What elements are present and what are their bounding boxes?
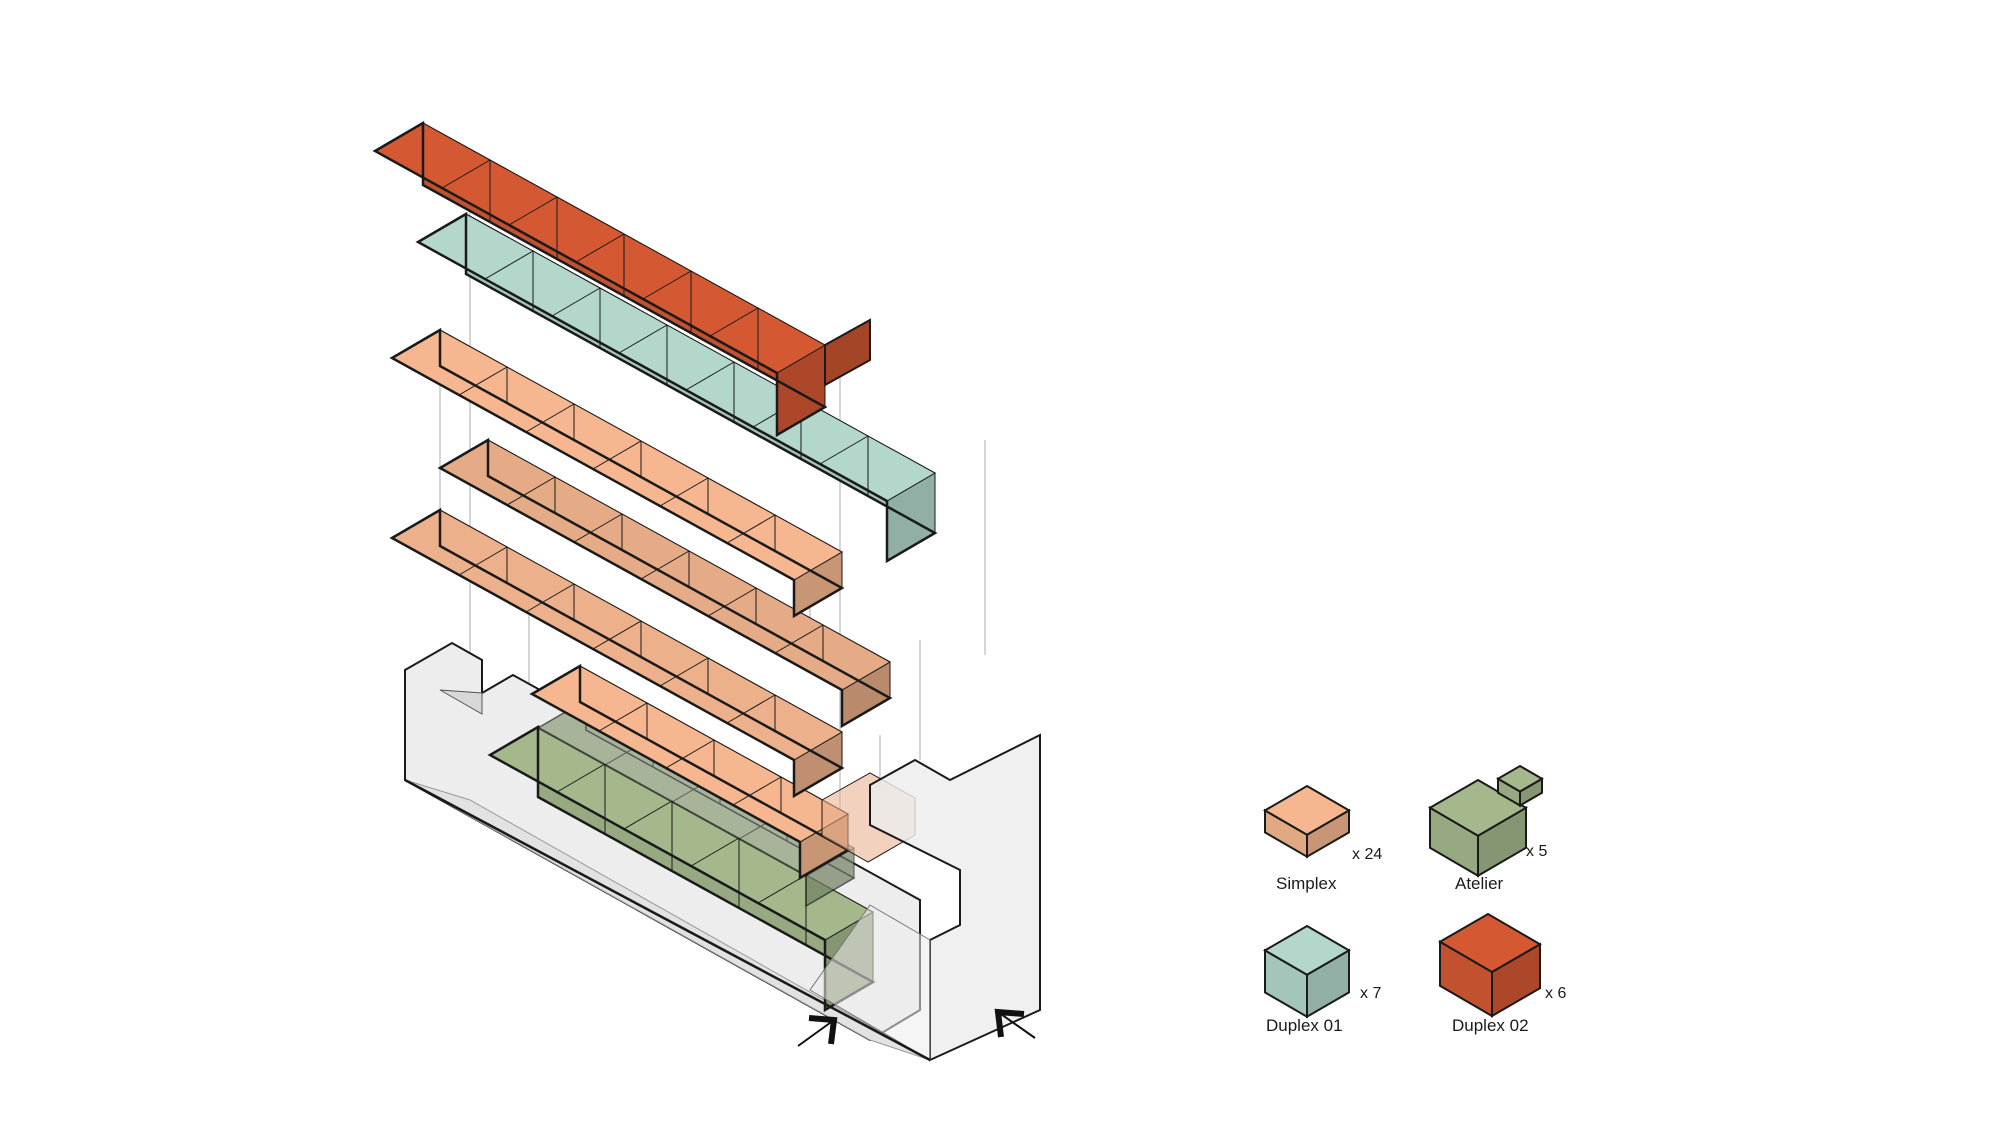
simplex-row-3-unit-divider	[707, 587, 757, 617]
duplex02-row-unit-divider	[642, 270, 692, 300]
simplex-row-2-unit-divider	[659, 657, 709, 687]
simplex-row-3-unit-divider	[640, 550, 690, 580]
atelier-row-unit-divider	[690, 837, 740, 867]
simplex-row-3-unit-divider	[506, 476, 556, 506]
duplex02-row-unit-divider	[575, 233, 625, 263]
atelier-row-unit-divider	[556, 763, 606, 793]
simplex-row-2-outline	[389, 507, 845, 799]
simplex-row-1-outline	[529, 663, 851, 881]
duplex01-row-unit-divider	[685, 361, 735, 391]
simplex-row-3	[437, 437, 893, 729]
simplex-row-4-unit-divider	[525, 403, 575, 433]
shell-notch	[439, 689, 483, 715]
simplex-layer-middle	[437, 437, 893, 729]
duplex02-row-outline	[372, 120, 828, 438]
duplex02-row	[372, 120, 828, 438]
legend-icons	[1263, 764, 1544, 1019]
duplex01-layer	[415, 211, 938, 564]
legend-simplex-count: x 24	[1352, 846, 1383, 863]
shell-base-edge	[404, 778, 931, 1062]
simplex-row-1-unit-divider	[598, 702, 648, 732]
duplex01-icon-top-face	[1263, 924, 1351, 976]
atelier-icon-top-top-face	[1496, 764, 1544, 793]
entrance-arrows	[797, 1008, 1036, 1047]
duplex01-row	[415, 211, 938, 564]
atelier-row-unit-divider	[623, 800, 673, 830]
legend-duplex02-label: Duplex 02	[1452, 1016, 1529, 1035]
arrow-up-left-icon	[994, 1008, 1036, 1039]
simplex-row-1-unit-divider	[665, 739, 715, 769]
legend-atelier-label: Atelier	[1455, 874, 1504, 893]
atelier-legend-icon	[1428, 764, 1544, 878]
simplex-row-4-unit-divider	[458, 366, 508, 396]
simplex-row-2-unit-divider	[458, 546, 508, 576]
simplex-row-2	[389, 507, 845, 799]
atelier-row-outline	[487, 724, 876, 1013]
duplex02-row-unit-divider	[508, 196, 558, 226]
duplex01-row-unit-divider	[819, 435, 869, 465]
duplex01-row-unit-divider	[551, 287, 601, 317]
simplex-row-4	[389, 327, 845, 619]
simplex-row-2-unit-divider	[525, 583, 575, 613]
simplex-row-2-unit-divider	[592, 620, 642, 650]
duplex01-legend-icon	[1263, 924, 1351, 1019]
legend-simplex-label: Simplex	[1276, 874, 1337, 893]
simplex-row-3-unit-divider	[573, 513, 623, 543]
simplex-row-3-outline	[437, 437, 893, 729]
simplex-row-4-outline	[389, 327, 845, 619]
duplex01-row-unit-divider	[484, 250, 534, 280]
simplex-row-4-unit-divider	[726, 514, 776, 544]
simplex-row-1-unit-divider	[732, 776, 782, 806]
simplex-row-4-unit-divider	[659, 477, 709, 507]
duplex02-row-unit-divider	[709, 307, 759, 337]
duplex01-row-unit-divider	[618, 324, 668, 354]
duplex02-layer	[372, 120, 871, 438]
simplex-layer-lower	[529, 663, 916, 881]
simplex-layer-middle-2	[389, 507, 845, 799]
atelier-row-unit-divider	[757, 874, 807, 904]
shell-front-glass	[809, 904, 931, 1061]
legend-duplex01-count: x 7	[1360, 985, 1382, 1002]
simplex-layer-upper	[389, 327, 845, 619]
simplex-row-1	[529, 663, 851, 881]
legend-atelier-count: x 5	[1526, 843, 1548, 860]
building-shell-front	[404, 733, 1041, 1062]
simplex-row-4-unit-divider	[592, 440, 642, 470]
duplex02-step	[824, 318, 871, 387]
duplex01-row-outline	[415, 211, 938, 564]
simplex-row-2-unit-divider	[726, 694, 776, 724]
arrow-up-right-icon	[797, 1015, 838, 1047]
duplex02-legend-icon	[1438, 912, 1542, 1018]
simplex-row-3-unit-divider	[774, 624, 824, 654]
legend-duplex02-count: x 6	[1545, 985, 1567, 1002]
duplex02-row-unit-divider	[441, 159, 491, 189]
simplex-icon-top-face	[1263, 784, 1351, 836]
atelier-upper-row-outline	[536, 698, 856, 908]
duplex02-icon-top-face	[1438, 912, 1542, 974]
legend-duplex01-label: Duplex 01	[1266, 1016, 1343, 1035]
simplex-legend-icon	[1263, 784, 1351, 859]
